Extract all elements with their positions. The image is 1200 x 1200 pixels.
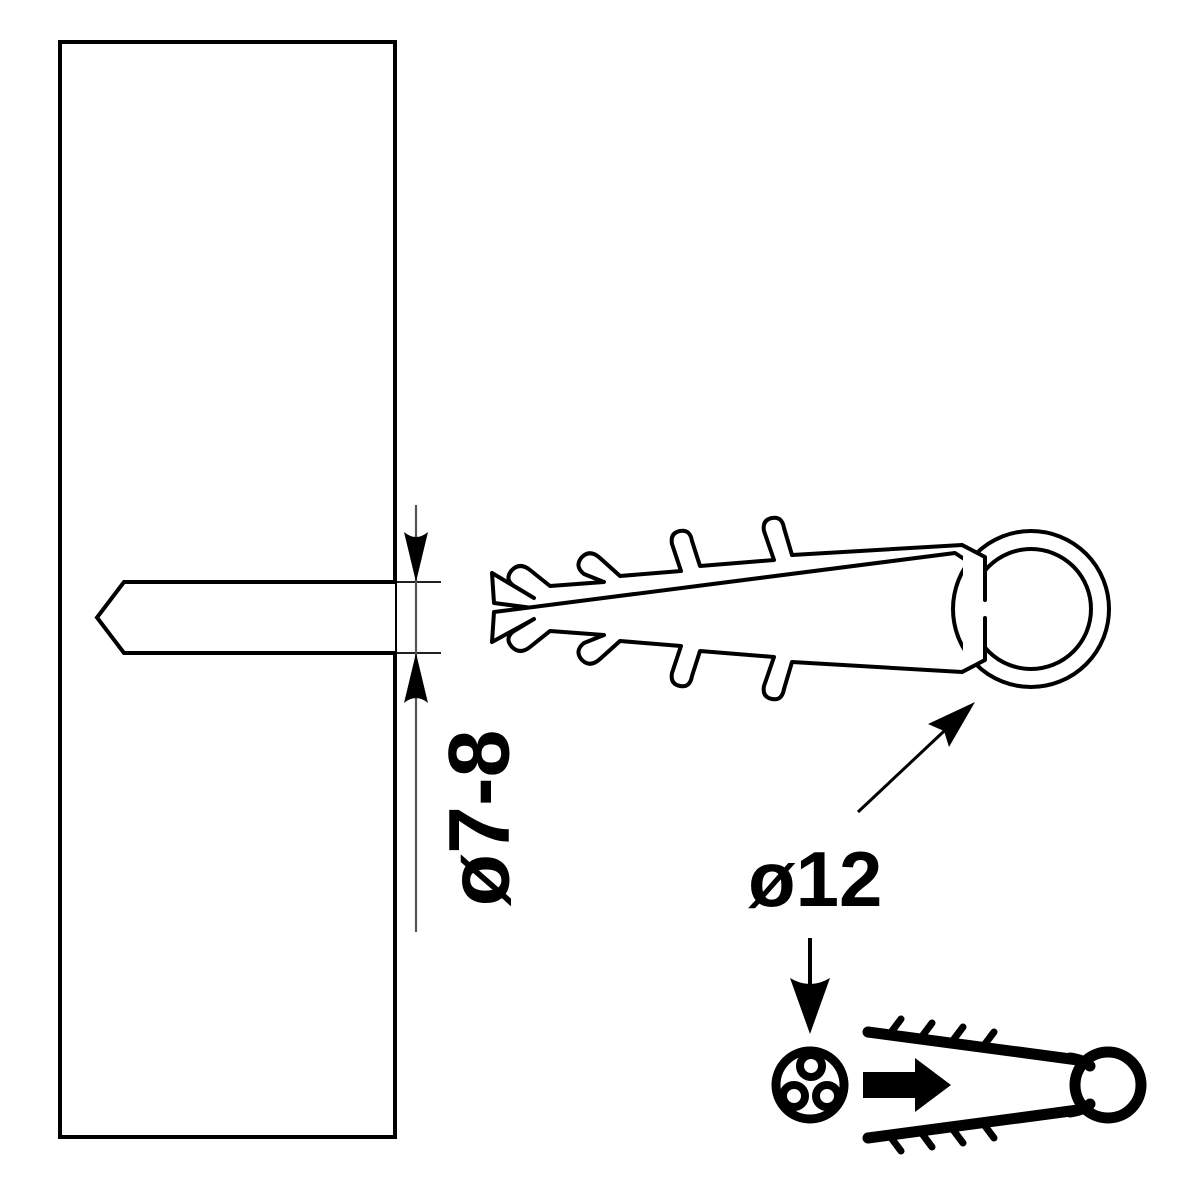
anchor-icon-lower-leg: [862, 1104, 1084, 1144]
hole-dimension-group: ø7-8: [395, 505, 528, 932]
anchor-head-neck-outline-top: [960, 543, 987, 602]
dimension-arrow-top: [404, 532, 428, 582]
anchor-icon-upper-barb-1: [885, 1015, 905, 1039]
wall-group: [58, 40, 397, 1139]
anchor-icon-upper-barb-4: [978, 1028, 998, 1052]
insert-arrow-shaft: [863, 1072, 919, 1098]
anchor-head-neck: [963, 547, 985, 671]
insertion-detail-group: [771, 938, 1147, 1155]
anchor-icon-neck-top: [1064, 1052, 1096, 1072]
anchor-icon-neck-bottom: [1064, 1098, 1096, 1118]
anchor-diameter-label: ø12: [748, 835, 882, 923]
anchor-icon-lower-barb-3: [947, 1123, 967, 1147]
dimension-arrow-bottom: [404, 653, 428, 703]
cable-cross-section-icon: [771, 1046, 849, 1124]
down-arrow-head: [790, 978, 830, 1034]
anchor-lower-leg: [490, 551, 987, 702]
leader-line: [856, 716, 960, 814]
leader-arrowhead: [928, 702, 975, 747]
anchor-head-inner-ring: [969, 547, 1093, 671]
insert-direction-arrow: [863, 1058, 951, 1112]
anchor-icon-lower-barb-2: [916, 1127, 936, 1151]
hole-diameter-label: ø7-8: [432, 730, 528, 907]
anchor-head-neck-outline-bottom: [960, 616, 987, 674]
anchor-icon-lower-barb-4: [978, 1118, 998, 1142]
anchor-icon-upper-barb-3: [947, 1023, 967, 1047]
anchor-icon-upper-barb-2: [916, 1019, 936, 1043]
head-dimension-group: ø12: [748, 702, 975, 923]
cable-core-top: [796, 1051, 826, 1081]
cable-anchor-icon: [862, 1015, 1147, 1155]
drill-hole: [94, 580, 395, 655]
cable-anchor-main: [490, 515, 1111, 702]
cable-core-right: [812, 1081, 842, 1111]
anchor-icon-lower-barb-1: [885, 1131, 905, 1155]
anchor-icon-upper-leg: [862, 1026, 1084, 1066]
cable-core-left: [779, 1081, 809, 1111]
insert-arrow-head: [915, 1058, 951, 1112]
